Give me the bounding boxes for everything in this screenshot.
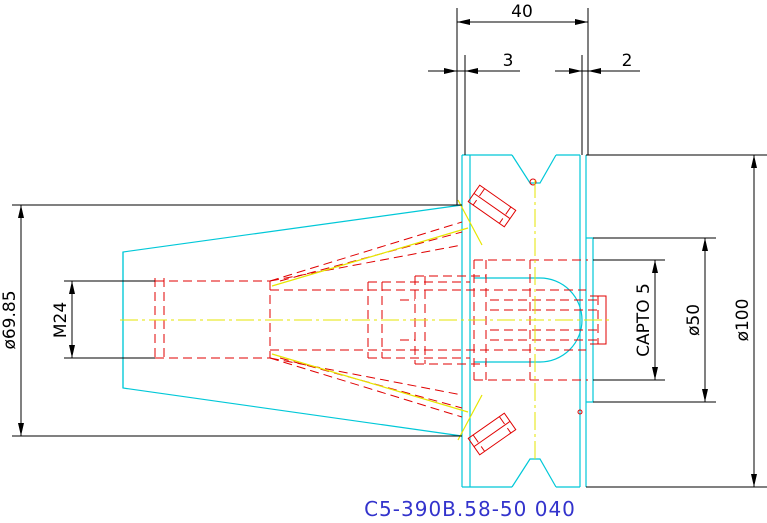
dimension-lines [12, 8, 767, 488]
dim-right-offset: 2 [622, 51, 633, 71]
hidden-lines [154, 178, 607, 456]
coolant-nozzle-bottom [467, 412, 517, 456]
coolant-nozzle-top [467, 184, 517, 228]
dim-left-offset: 3 [503, 51, 514, 71]
dim-bore-diameter: ø50 [684, 304, 704, 336]
v-groove-bottom [511, 458, 557, 488]
bore-end [474, 277, 583, 363]
dim-coupling: CAPTO 5 [634, 283, 654, 357]
dim-flange-diameter: ø100 [733, 299, 753, 342]
dim-overall-length: 40 [511, 2, 533, 22]
dim-thread: M24 [51, 302, 71, 338]
part-number-label: C5-390B.58-50 040 [364, 497, 576, 521]
center-lines [120, 180, 610, 462]
dim-taper-diameter: ø69.85 [0, 290, 20, 349]
